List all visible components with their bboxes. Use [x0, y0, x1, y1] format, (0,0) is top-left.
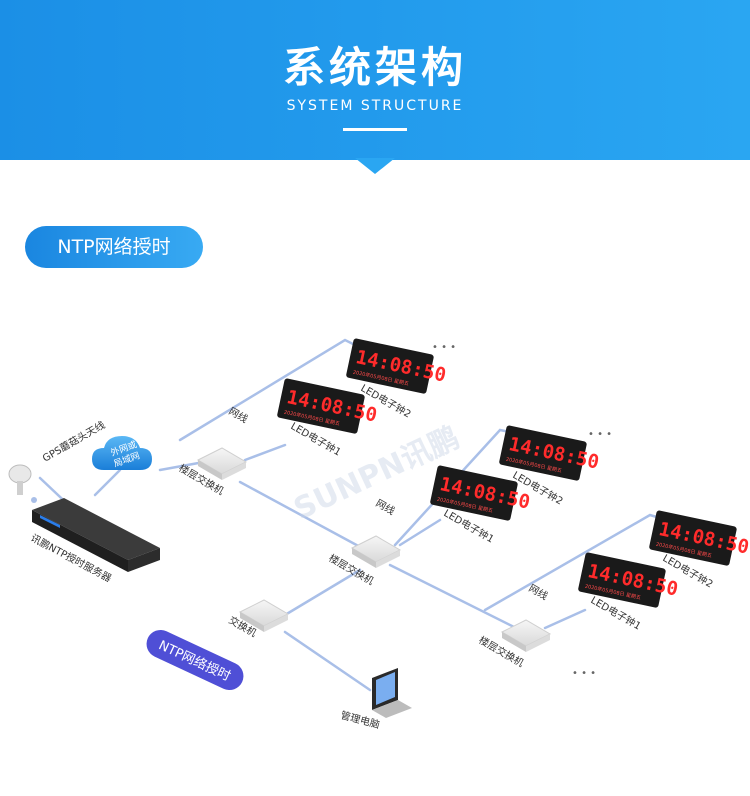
link-lswitch-pc — [283, 630, 372, 692]
more-dots: • • • — [572, 668, 596, 679]
cloud-icon — [92, 436, 152, 470]
link-switch1-clock1 — [243, 443, 287, 462]
link-switch1-switch2 — [238, 480, 377, 557]
link-cloud-server — [93, 468, 122, 497]
floor-switch-1-icon — [196, 447, 248, 480]
link-switch2-switch3 — [388, 563, 522, 632]
title-underline — [343, 128, 407, 131]
section-label-ntp: NTP网络授时 — [25, 226, 203, 268]
led-clock-2-1: 14:08:50 2020年05月08日 星期五 — [430, 465, 532, 521]
cable-label-1: 网线 — [227, 404, 251, 425]
more-dots: • • • — [588, 429, 612, 440]
floor-switch-2-icon — [350, 535, 402, 568]
link-switch1-up — [178, 338, 357, 442]
floor-switch-3-icon — [500, 619, 552, 652]
led-clock-group-3: 14:08:50 2020年05月08日 星期五 LED电子钟2 14:08:5… — [572, 510, 750, 679]
led-clock-group-2: 14:08:50 2020年05月08日 星期五 LED电子钟2 • • • 1… — [430, 425, 612, 546]
more-dots: • • • — [432, 342, 456, 353]
ntp-badge: NTP网络授时 — [146, 629, 244, 691]
link-switch3-clock1 — [543, 608, 587, 630]
page-subtitle: SYSTEM STRUCTURE — [286, 98, 464, 114]
led-clock-1-2: 14:08:50 2020年05月08日 星期五 — [346, 338, 448, 394]
cable-label-2: 网线 — [374, 496, 398, 517]
header-down-arrow — [355, 158, 395, 174]
link-switch2-lswitch — [283, 568, 362, 617]
ntp-server-icon — [32, 498, 160, 572]
led-clock-2-2: 14:08:50 2020年05月08日 星期五 — [499, 425, 601, 481]
switch-icon — [238, 599, 290, 632]
page-title: 系统架构 — [282, 43, 467, 92]
gps-antenna-icon — [8, 464, 37, 503]
pc-label: 管理电脑 — [339, 708, 381, 731]
header-banner: 系统架构 SYSTEM STRUCTURE — [0, 0, 750, 160]
laptop-icon — [372, 668, 412, 718]
cable-label-3: 网线 — [527, 581, 551, 602]
link-switch2-clock1 — [398, 518, 442, 547]
